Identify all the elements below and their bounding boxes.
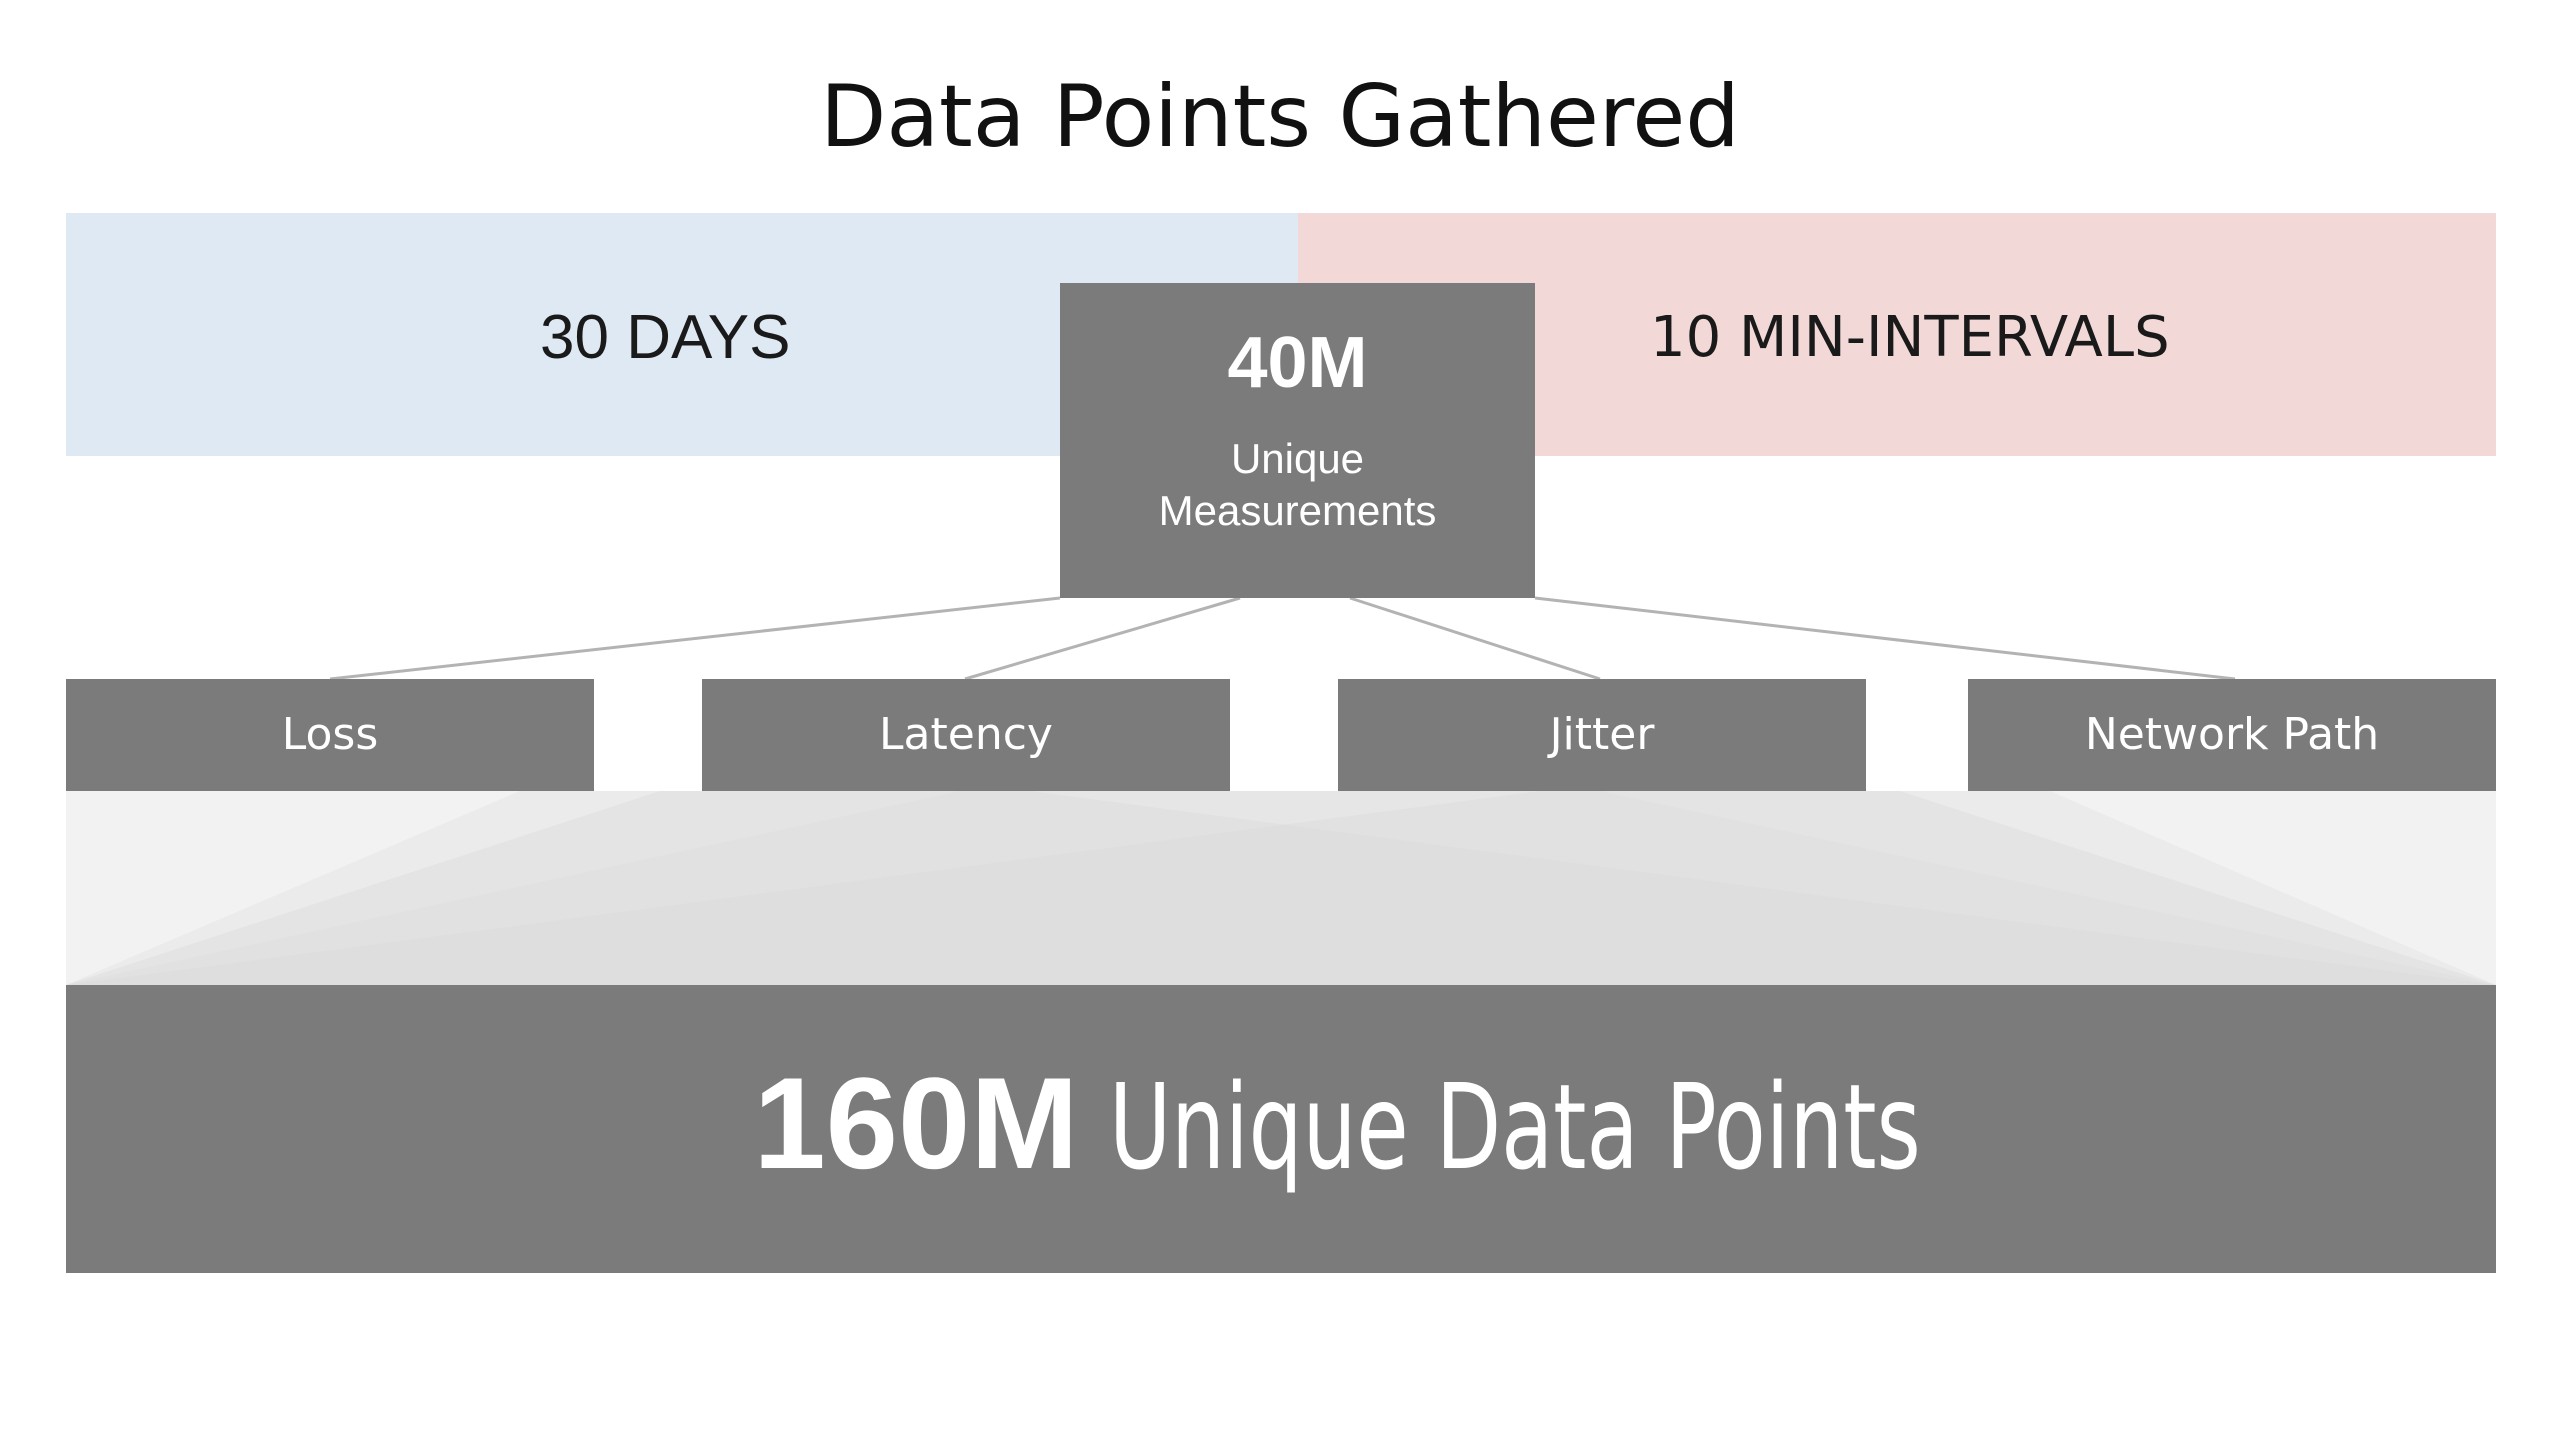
measurements-box: 40M Unique Measurements bbox=[1060, 283, 1535, 598]
measurements-label: Unique Measurements bbox=[1158, 435, 1437, 534]
connector-jitter bbox=[1349, 596, 1601, 681]
metric-box-loss: Loss bbox=[66, 679, 594, 791]
metric-box-latency: Latency bbox=[702, 679, 1230, 791]
connector-loss bbox=[329, 596, 1061, 681]
period-interval-label: 10 MIN-INTERVALS bbox=[1650, 305, 2170, 370]
fan-wedge-right bbox=[66, 791, 2496, 985]
fan-wedge-outer bbox=[66, 791, 2496, 985]
measurements-value: 40M bbox=[1227, 323, 1368, 403]
connector-network-path bbox=[1534, 596, 2236, 681]
tree-connectors bbox=[329, 596, 2236, 681]
total-value: 160M bbox=[753, 1050, 1079, 1196]
connector-latency bbox=[964, 596, 1241, 681]
metric-box-network-path: Network Path bbox=[1968, 679, 2496, 791]
fan-wedge-center bbox=[66, 791, 2496, 985]
fan-wedge-left bbox=[66, 791, 2496, 985]
slide-title: Data Points Gathered bbox=[820, 67, 1740, 167]
fan-connector bbox=[66, 791, 2496, 985]
fan-background bbox=[66, 791, 2496, 985]
period-days-label: 30 DAYS bbox=[540, 303, 791, 372]
metric-box-jitter: Jitter bbox=[1338, 679, 1866, 791]
total-label: Unique Data Points bbox=[1108, 1058, 1921, 1196]
